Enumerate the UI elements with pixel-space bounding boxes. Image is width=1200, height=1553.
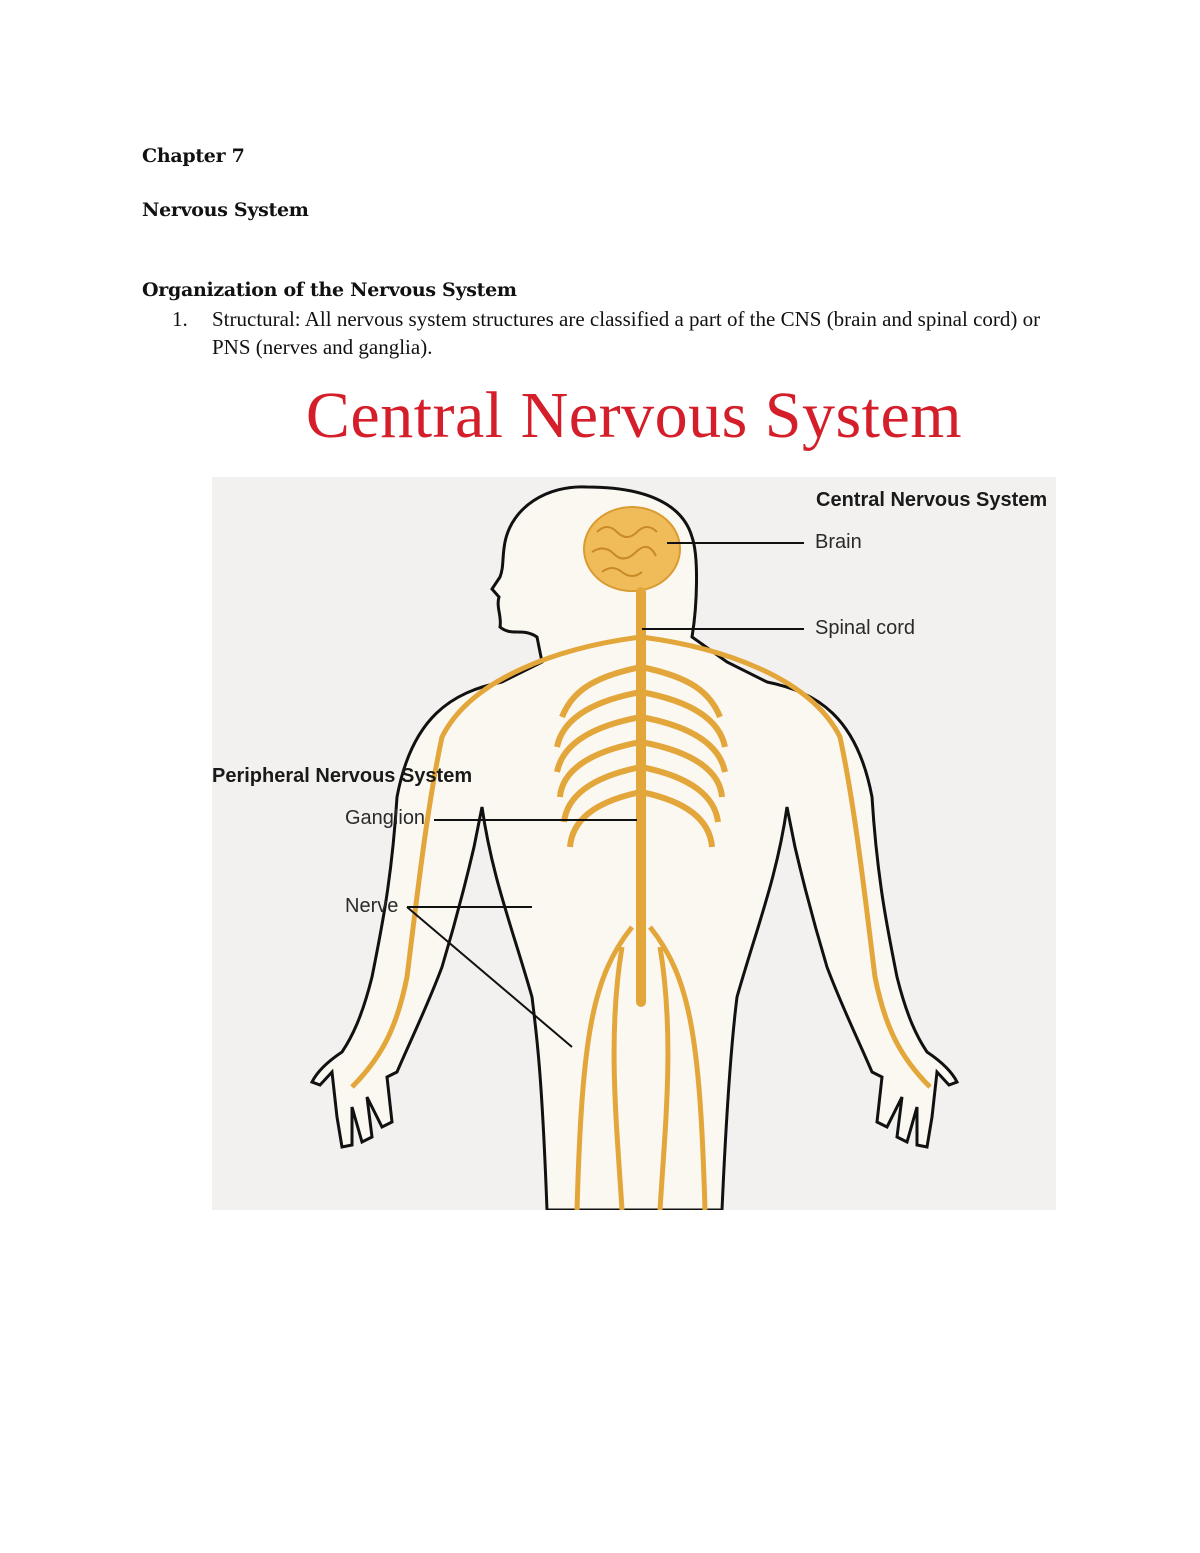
brain-label: Brain [815, 531, 862, 553]
nerve-label: Nerve [345, 895, 399, 917]
nervous-system-diagram: Central Nervous System Brain Spinal cord… [212, 477, 1056, 1210]
brain-icon [583, 506, 681, 592]
rib-nerves-icon [554, 664, 728, 848]
chapter-heading: Chapter 7 [142, 145, 245, 167]
spinal-cord-label: Spinal cord [815, 617, 916, 639]
list-item-text: Structural: All nervous system structure… [212, 307, 1041, 359]
peripheral-nerves-icon [350, 634, 932, 1210]
list-item: 1. Structural: All nervous system struct… [142, 305, 1072, 361]
ganglion-label: Ganglion [345, 807, 426, 829]
cns-label: Central Nervous System [816, 489, 1048, 511]
list-number: 1. [172, 307, 188, 331]
body-illustration [309, 485, 960, 1210]
body-outline-icon [309, 485, 960, 1210]
spinal-cord-icon [636, 587, 646, 1007]
banner-title: Central Nervous System [305, 379, 963, 452]
leader-lines [406, 542, 804, 1048]
numbered-list: 1. Structural: All nervous system struct… [142, 305, 1072, 361]
pns-label: Peripheral Nervous System [212, 765, 473, 787]
figure-banner: Central Nervous System [212, 372, 1056, 464]
document-title: Nervous System [142, 199, 309, 221]
section-heading: Organization of the Nervous System [142, 279, 517, 301]
